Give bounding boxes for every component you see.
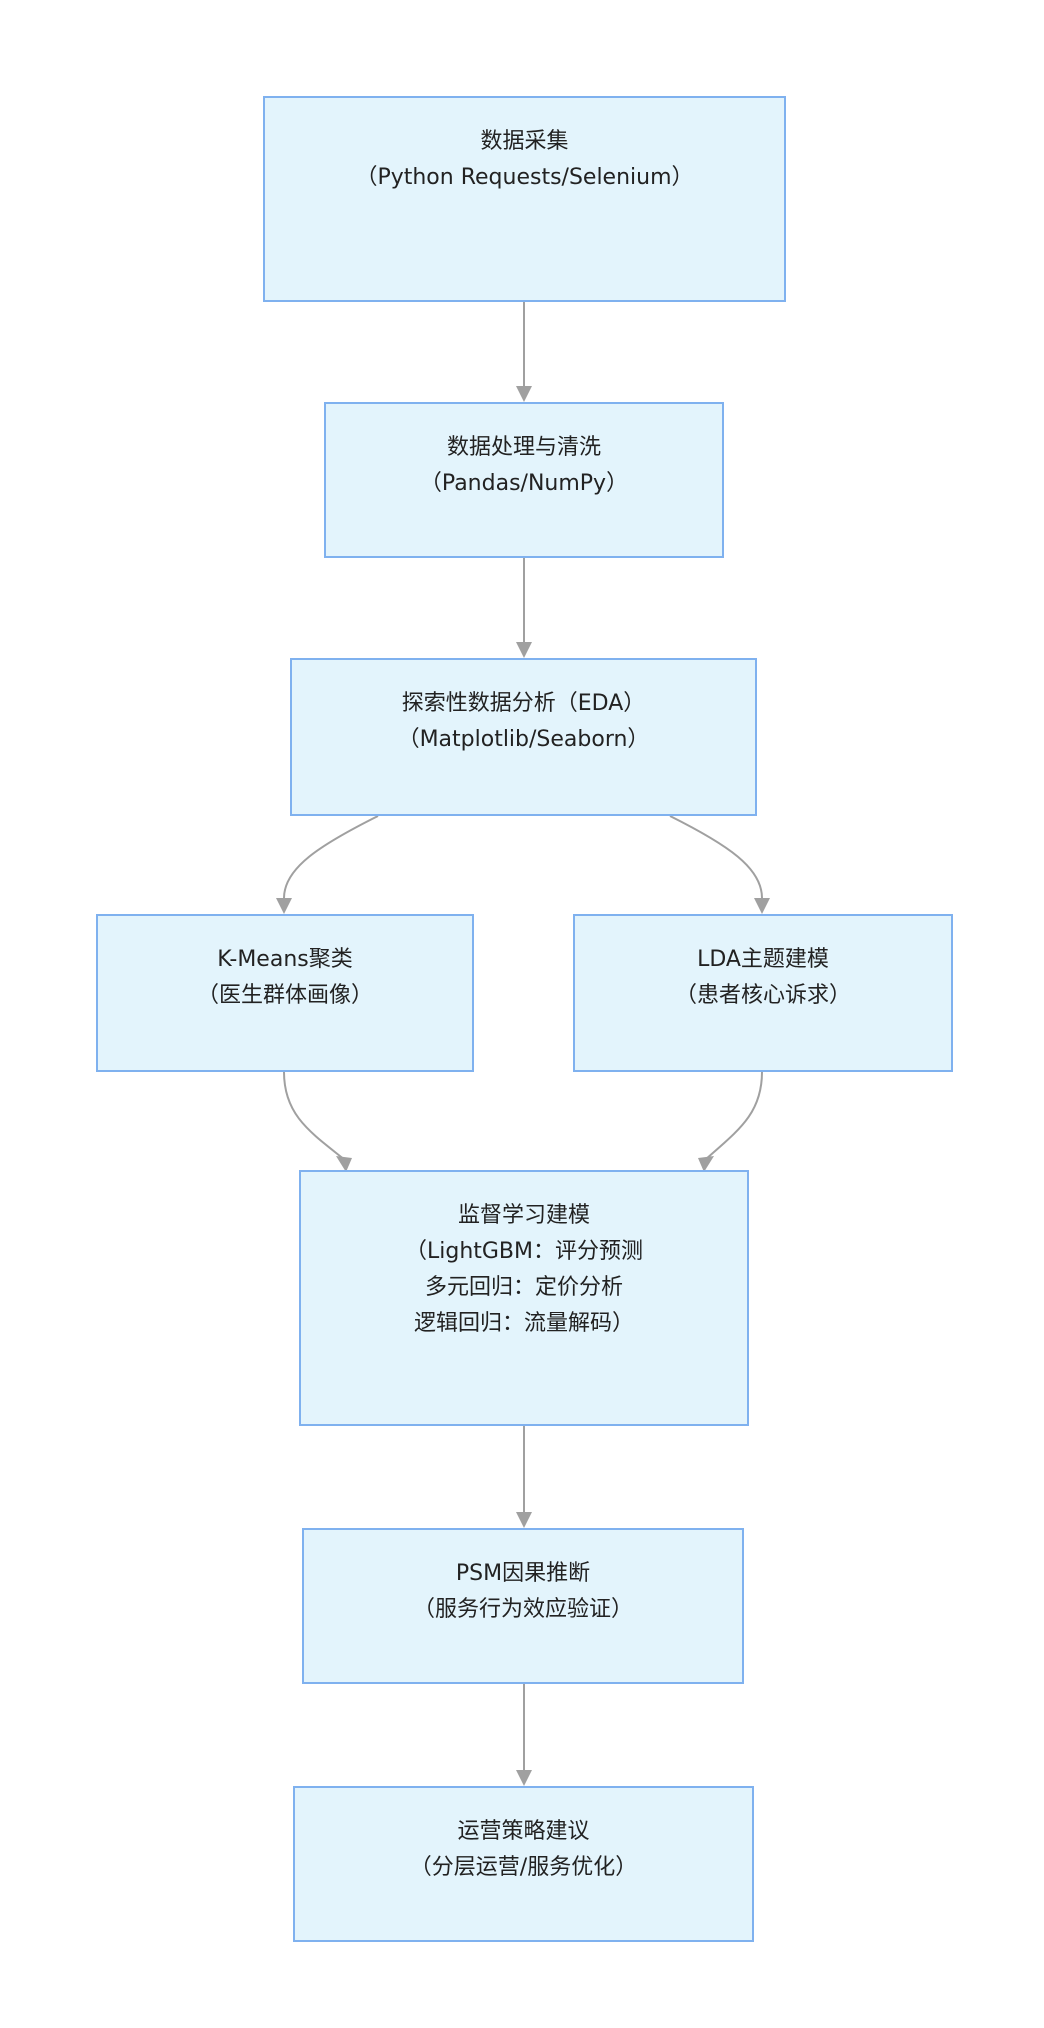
node-title: 运营策略建议 [457,1819,590,1844]
node-supervised-learning: 监督学习建模 （LightGBM：评分预测 多元回归：定价分析 逻辑回归：流量解… [299,1170,749,1426]
edge-lda-to-supervised [704,1071,763,1161]
edge-eda-to-kmeans [283,815,379,899]
arrow-head-icon [516,642,532,658]
node-kmeans: K-Means聚类 （医生群体画像） [96,914,474,1072]
node-data-collection: 数据采集 （Python Requests/Selenium） [263,96,786,302]
node-title: 监督学习建模 [457,1203,590,1228]
node-subtitle: （医生群体画像） [196,983,373,1008]
node-subtitle: （服务行为效应验证） [412,1597,633,1622]
node-subtitle: （Python Requests/Selenium） [355,165,694,190]
node-subtitle: （LightGBM：评分预测 [404,1239,644,1264]
node-subtitle: （Matplotlib/Seaborn） [397,727,650,752]
edge-kmeans-to-supervised [283,1071,346,1161]
node-subtitle: 逻辑回归：流量解码） [413,1311,634,1336]
node-subtitle: 多元回归：定价分析 [424,1275,623,1300]
node-eda: 探索性数据分析（EDA） （Matplotlib/Seaborn） [290,658,757,816]
node-title: 数据处理与清洗 [446,435,601,460]
arrow-head-icon [516,1512,532,1528]
node-subtitle: （分层运营/服务优化） [409,1855,638,1880]
node-title: 数据采集 [480,129,569,154]
node-title: PSM因果推断 [455,1561,591,1586]
node-title: K-Means聚类 [217,947,353,972]
node-psm: PSM因果推断 （服务行为效应验证） [302,1528,744,1684]
node-title: 探索性数据分析（EDA） [401,691,646,716]
arrow-head-icon [754,898,770,914]
node-strategy: 运营策略建议 （分层运营/服务优化） [293,1786,754,1942]
node-subtitle: （患者核心诉求） [674,983,851,1008]
arrow-head-icon [516,386,532,402]
arrow-head-icon [516,1770,532,1786]
edge-eda-to-lda [669,815,763,899]
node-subtitle: （Pandas/NumPy） [419,471,629,496]
node-data-cleaning: 数据处理与清洗 （Pandas/NumPy） [324,402,724,558]
node-lda: LDA主题建模 （患者核心诉求） [573,914,953,1072]
arrow-head-icon [276,898,292,914]
node-title: LDA主题建模 [697,947,829,972]
